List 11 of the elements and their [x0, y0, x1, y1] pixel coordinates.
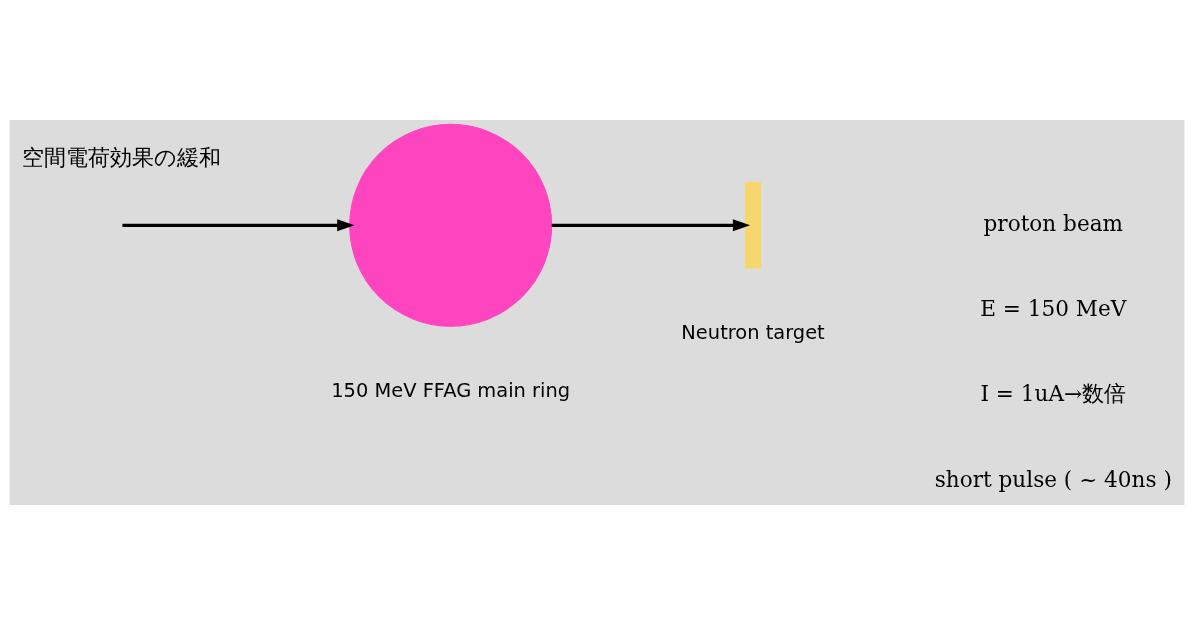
- node-circle: [349, 123, 553, 327]
- label: 空間電荷効果の緩和: [21, 144, 221, 170]
- label: short pulse ( ~ 40ns ): [934, 466, 1172, 492]
- node-label: Neutron target: [681, 321, 825, 345]
- arrow: [122, 219, 355, 232]
- node-bar: [744, 182, 762, 269]
- arrow: [551, 219, 751, 232]
- label: E = 150 MeV: [980, 296, 1127, 322]
- label: I = 1uA→数倍: [980, 381, 1127, 407]
- node-label: 150 MeV FFAG main ring: [331, 379, 571, 403]
- label: proton beam: [983, 210, 1123, 236]
